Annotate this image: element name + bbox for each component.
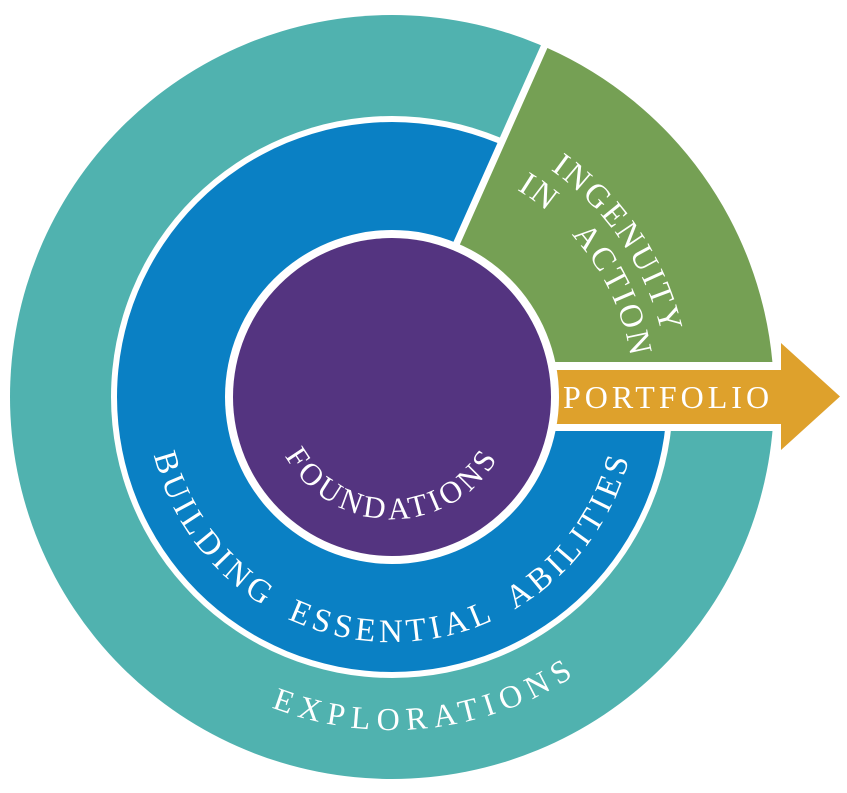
portfolio-label: PORTFOLIO <box>563 379 773 415</box>
foundations-circle <box>233 238 551 556</box>
portfolio-arrow <box>538 336 847 457</box>
